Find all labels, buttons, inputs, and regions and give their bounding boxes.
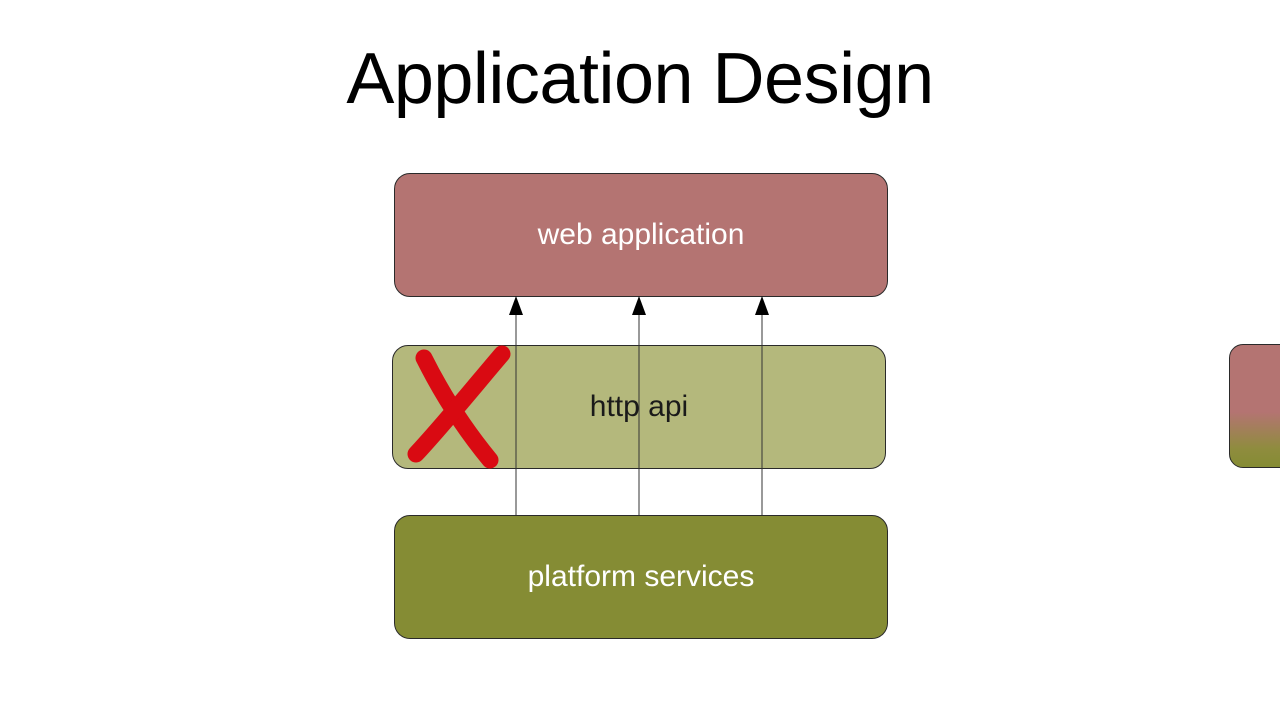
http-api-label: http api: [589, 390, 689, 423]
platform-services-box: platform services: [394, 515, 888, 639]
web-application-label: web application: [537, 218, 745, 251]
next-slide-thumbnail: [1229, 344, 1280, 468]
platform-services-label: platform services: [527, 560, 755, 593]
web-application-box: web application: [394, 173, 888, 297]
slide-title: Application Design: [346, 39, 934, 119]
red-x-icon: [407, 345, 511, 469]
